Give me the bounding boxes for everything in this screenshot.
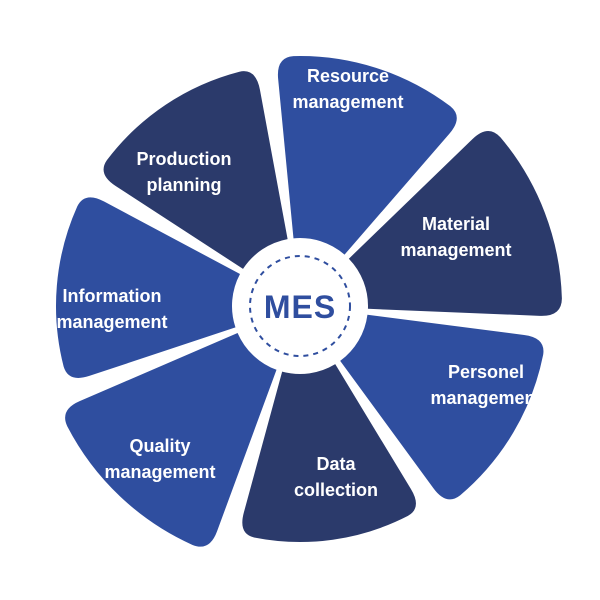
segment-shape-information-management [55,197,240,378]
segment-shape-quality-management [65,332,277,547]
segment-label-line: management [430,388,541,408]
segment-material-management: Material management [348,130,562,316]
segment-label-line: Resource [307,66,389,86]
segment-label-material-management: Material management [400,214,511,260]
segment-personel-management: Personel management [340,314,544,500]
segment-label-line: collection [294,480,378,500]
segment-information-management: Information management [55,197,240,378]
center-label: MES [264,289,336,325]
segment-label-line: Information [63,286,162,306]
segment-label-quality-management: Quality management [104,436,215,482]
segment-shape-production-planning [103,71,288,269]
segment-label-line: Production [137,149,232,169]
segment-quality-management: Quality management [65,332,277,547]
segment-label-line: planning [147,175,222,195]
segment-shape-material-management [348,130,562,316]
center-hub: MES [238,244,362,368]
segment-data-collection: Data collection [242,364,416,542]
hub-dashed-ring [249,255,351,357]
segment-label-line: Data [316,454,356,474]
hub-circle [238,244,362,368]
segment-label-line: Personel [448,362,524,382]
segment-label-line: management [400,240,511,260]
segment-label-line: management [292,92,403,112]
segment-label-resource-management: Resource management [292,66,403,112]
segment-shape-resource-management [277,56,457,255]
segment-label-personel-management: Personel management [430,362,541,408]
segment-label-data-collection: Data collection [294,454,378,500]
segment-label-line: Quality [129,436,190,456]
segment-shape-data-collection [242,364,416,542]
segment-label-line: Material [422,214,490,234]
segment-resource-management: Resource management [277,56,457,255]
segment-shape-personel-management [340,314,544,500]
segment-label-line: management [56,312,167,332]
segment-production-planning: Production planning [103,71,288,269]
segment-label-production-planning: Production planning [137,149,232,195]
segment-label-line: management [104,462,215,482]
segment-label-information-management: Information management [56,286,167,332]
